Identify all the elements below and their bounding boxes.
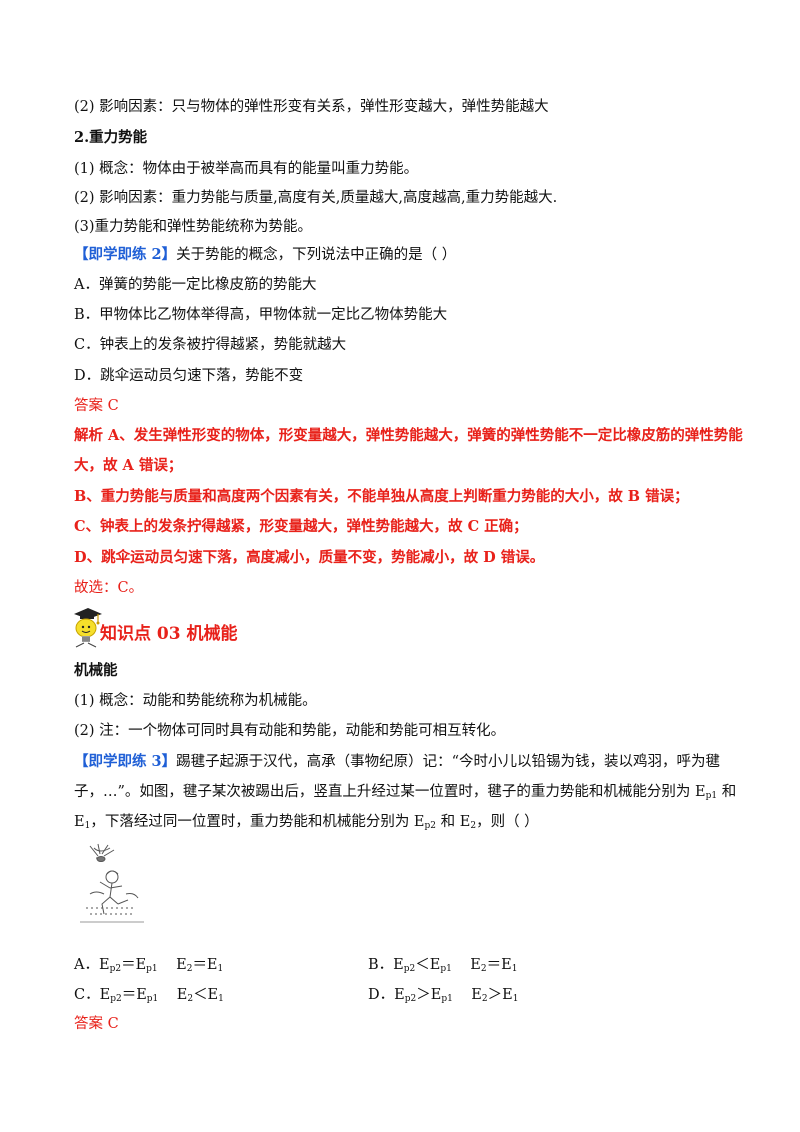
option-b: B．甲物体比乙物体举得高，甲物体就一定比乙物体势能大 [74,307,448,323]
mechanical-energy-concept: (1) 概念：动能和势能统称为机械能。 [74,693,317,709]
q3-option-a: A．Ep2＝Ep1 E2＝E1 [74,957,224,974]
question-2-stem: 【即学即练 2】关于势能的概念，下列说法中正确的是（ ） [74,246,457,263]
mascot-lightbulb-icon [74,608,102,648]
question-3-stem-line1: 【即学即练 3】踢毽子起源于汉代，高承（事物纪原）记：“今时小儿以铅锡为钱，装以… [74,753,721,770]
question-3-stem-line3: E1，下落经过同一位置时，重力势能和机械能分别为 Ep2 和 E2，则（ ） [74,814,539,831]
knowledge-point-title: 知识点 03 机械能 [100,624,238,644]
gravity-pe-factors: (2) 影响因素：重力势能与质量,高度有关,质量越大,高度越高,重力势能越大. [74,190,558,206]
analysis-c: C、钟表上的发条拧得越紧，形变量越大，弹性势能越大，故 C 正确； [74,518,528,535]
analysis-a-line1: 解析 A、发生弹性形变的物体，形变量越大，弹性势能越大，弹簧的弹性势能不一定比橡… [74,427,743,444]
pe-summary: (3)重力势能和弹性势能统称为势能。 [74,219,313,235]
gravity-pe-concept: (1) 概念：物体由于被举高而具有的能量叫重力势能。 [74,161,419,177]
shuttlecock-illustration [80,843,144,923]
analysis-d: D、跳伞运动员匀速下落，高度减小，质量不变，势能减小，故 D 错误。 [74,549,545,566]
option-d: D．跳伞运动员匀速下落，势能不变 [74,368,304,384]
q3-option-b: B．Ep2＜Ep1 E2＝E1 [368,957,518,974]
q3-option-c: C．Ep2＝Ep1 E2＜E1 [74,987,224,1004]
analysis-b: B、重力势能与质量和高度两个因素有关，不能单独从高度上判断重力势能的大小，故 B… [74,488,689,505]
q3-option-d: D．Ep2＞Ep1 E2＞E1 [368,987,519,1004]
practice-tag: 【即学即练 3】 [74,753,177,770]
answer-label: 答案 C [74,398,119,414]
q3-answer-label: 答案 C [74,1016,119,1032]
option-a: A．弹簧的势能一定比橡皮筋的势能大 [74,277,317,293]
elastic-factor-text: (2) 影响因素：只与物体的弹性形变有关系，弹性形变越大，弹性势能越大 [74,99,549,115]
gravity-pe-heading: 2.重力势能 [74,129,148,146]
conclusion: 故选：C。 [74,580,144,596]
mechanical-energy-note: (2) 注：一个物体可同时具有动能和势能，动能和势能可相互转化。 [74,723,506,739]
analysis-a-line2: 大，故 A 错误； [74,457,183,474]
question-3-stem-line2: 子，…”。如图，毽子某次被踢出后，竖直上升经过某一位置时，毽子的重力势能和机械能… [74,784,737,801]
practice-tag: 【即学即练 2】 [74,246,177,263]
mechanical-energy-heading: 机械能 [74,662,118,679]
option-c: C．钟表上的发条被拧得越紧，势能就越大 [74,337,347,353]
